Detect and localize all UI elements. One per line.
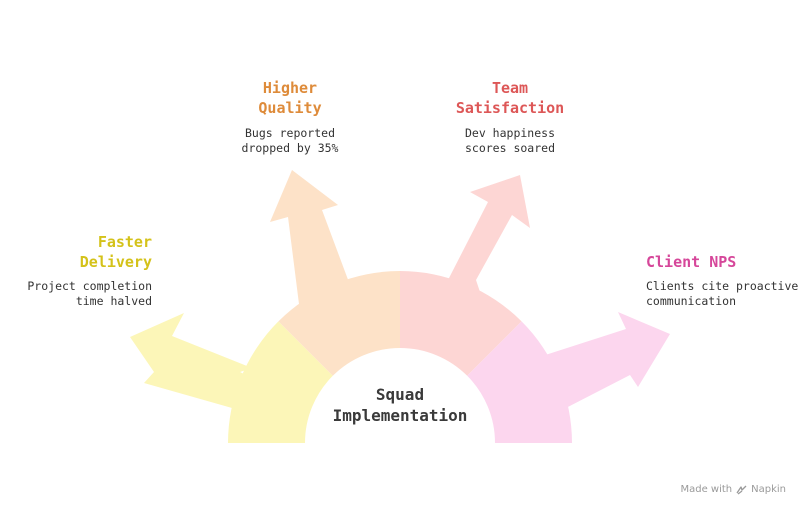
- napkin-brand-label: Napkin: [751, 484, 786, 495]
- delivery-title-line2: Delivery: [80, 253, 152, 271]
- ring-segment-nps: [467, 321, 572, 443]
- nps-desc-line2: communication: [646, 294, 736, 308]
- ring-segment-satisfaction: [400, 271, 522, 376]
- quality-desc-line2: dropped by 35%: [242, 141, 339, 155]
- satisfaction-desc-line2: scores soared: [465, 141, 555, 155]
- quality-title-line2: Quality: [258, 99, 321, 117]
- nps-title: Client NPS: [646, 253, 736, 271]
- napkin-logo-icon: [736, 485, 747, 495]
- arrow-quality: [270, 170, 350, 323]
- quality-title-line1: Higher: [263, 79, 317, 97]
- satisfaction-title-line1: Team: [492, 79, 528, 97]
- made-with-label: Made with: [680, 484, 733, 495]
- satisfaction-desc-line1: Dev happiness: [465, 126, 555, 140]
- delivery-desc-line1: Project completion: [27, 279, 152, 293]
- ring-segment-quality: [278, 271, 400, 376]
- delivery-desc-line2: time halved: [76, 294, 152, 308]
- center-title-line2: Implementation: [333, 406, 468, 425]
- quality-desc-line1: Bugs reported: [245, 126, 335, 140]
- made-with-footer[interactable]: Made with Napkin: [680, 484, 786, 495]
- ring-segment-delivery: [228, 321, 333, 443]
- delivery-title-line1: Faster: [98, 233, 152, 251]
- center-title-line1: Squad: [376, 385, 424, 404]
- nps-desc-line1: Clients cite proactive: [646, 279, 798, 293]
- satisfaction-title-line2: Satisfaction: [456, 99, 564, 117]
